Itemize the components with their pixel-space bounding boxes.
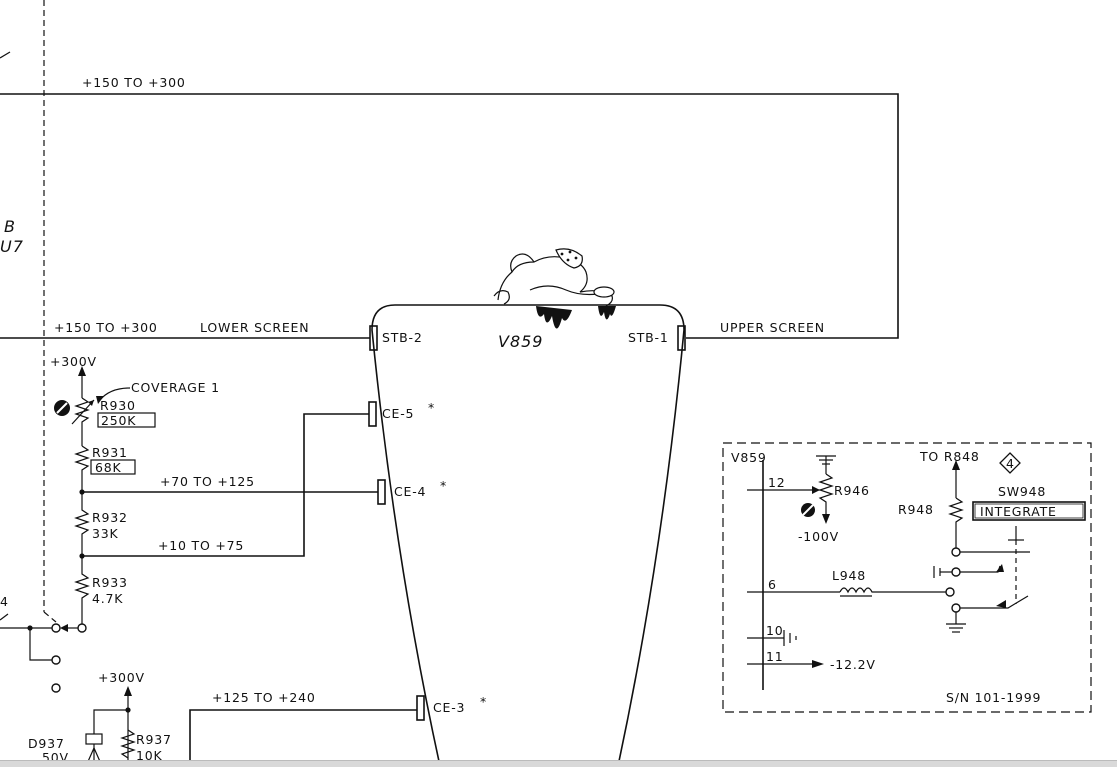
- plus300-arrow-left: [78, 366, 86, 398]
- inset-r948: R948: [898, 502, 934, 517]
- resistor-r931: [74, 445, 90, 492]
- label-r937: R937: [136, 732, 172, 747]
- label-ce5: CE-5: [382, 406, 414, 421]
- upper-screen-loop-wire: [0, 93, 899, 339]
- inset-minus12: -12.2V: [830, 657, 876, 672]
- partial-arrow-icon: [0, 51, 11, 59]
- stb1-pin-tab: [677, 325, 686, 351]
- label-lower-screen: LOWER SCREEN: [200, 320, 309, 335]
- resistor-r932: [74, 492, 90, 556]
- label-r931-val: 68K: [95, 460, 122, 475]
- inset-r946: R946: [834, 483, 870, 498]
- inset-minus100: -100V: [798, 529, 839, 544]
- label-ce3: CE-3: [433, 700, 465, 715]
- ce3-pin-tab: [416, 695, 425, 721]
- label-r932: R932: [92, 510, 128, 525]
- label-stb2: STB-2: [382, 330, 423, 345]
- coverage-leader: [96, 387, 131, 404]
- inset-sw948: SW948: [998, 484, 1046, 499]
- label-ce4: CE-4: [394, 484, 426, 499]
- inset-pin10: 10: [766, 623, 784, 638]
- inset-pin11: 11: [766, 649, 784, 664]
- inset-panel: [722, 442, 1092, 713]
- label-u7: U7: [0, 237, 24, 256]
- label-r933-val: 4.7K: [92, 591, 123, 606]
- resistor-r937: [120, 729, 136, 759]
- label-plus300-a: +300V: [50, 354, 97, 369]
- inset-serial: S/N 101-1999: [946, 690, 1041, 705]
- r930-value-box: [97, 412, 156, 428]
- wire-ce3: [189, 709, 417, 766]
- label-plus300-b: +300V: [98, 670, 145, 685]
- label-upper-screen: UPPER SCREEN: [720, 320, 825, 335]
- label-125-240: +125 TO +240: [212, 690, 316, 705]
- label-d937: D937: [28, 736, 65, 751]
- ce5-pin-tab: [368, 401, 377, 427]
- label-r932-val: 33K: [92, 526, 119, 541]
- label-r937-val: 10K: [136, 748, 163, 763]
- label-r930: R930: [100, 398, 136, 413]
- plus300-arrow-lower: [93, 686, 132, 766]
- label-ce5-star: *: [428, 400, 435, 415]
- crt-tube-outline: [371, 304, 685, 766]
- label-coverage: COVERAGE 1: [131, 380, 220, 395]
- label-10-75: +10 TO +75: [158, 538, 244, 553]
- label-r930-val: 250K: [101, 413, 136, 428]
- label-r933: R933: [92, 575, 128, 590]
- inset-v859: V859: [731, 450, 767, 465]
- ce4-pin-tab: [377, 479, 386, 505]
- label-ce3-star: *: [480, 694, 487, 709]
- label-150-300-lower: +150 TO +300: [54, 320, 158, 335]
- label-b: B: [4, 217, 16, 236]
- inset-ref4: 4: [1006, 456, 1015, 471]
- label-v859: V859: [498, 332, 543, 351]
- stb2-pin-tab: [369, 325, 378, 351]
- viewer-bottom-scrollbar[interactable]: [0, 760, 1117, 767]
- label-70-125: +70 TO +125: [160, 474, 255, 489]
- wire-ce5: [82, 413, 369, 557]
- resistor-r930: [54, 397, 95, 446]
- label-left-partial: 4: [0, 594, 9, 609]
- label-ce4-star: *: [440, 478, 447, 493]
- inset-pin6: 6: [768, 577, 777, 592]
- resistor-r933: [74, 556, 90, 624]
- label-150-300-top: +150 TO +300: [82, 75, 186, 90]
- dashed-boundary: [43, 0, 57, 623]
- bottom-left-switch: [0, 613, 87, 693]
- label-stb1: STB-1: [628, 330, 669, 345]
- label-r931: R931: [92, 445, 128, 460]
- inset-integrate: INTEGRATE: [980, 504, 1057, 519]
- cartoon-worker-illustration: [493, 248, 616, 329]
- inset-l948: L948: [832, 568, 866, 583]
- r931-value-box: [90, 459, 136, 475]
- inset-pin12: 12: [768, 475, 786, 490]
- inset-to-r848: TO R848: [919, 449, 980, 464]
